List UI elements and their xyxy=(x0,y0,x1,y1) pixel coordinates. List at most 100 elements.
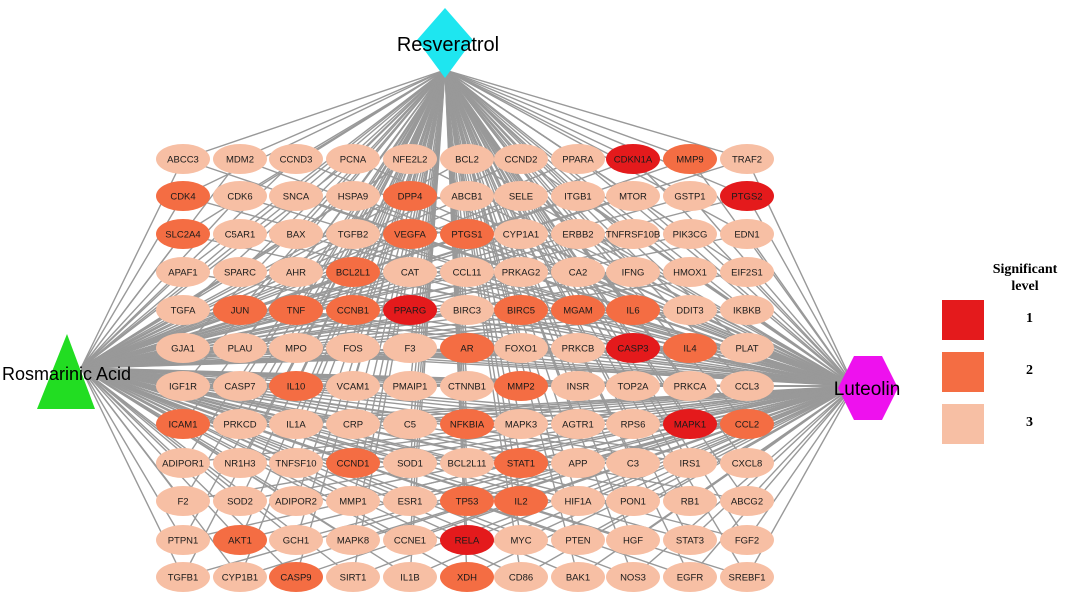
gene-node-cxcl8[interactable]: CXCL8 xyxy=(720,448,774,478)
gene-node-bcl2l11[interactable]: BCL2L11 xyxy=(440,448,494,478)
gene-node-stat3[interactable]: STAT3 xyxy=(663,525,717,555)
gene-node-ca2[interactable]: CA2 xyxy=(551,257,605,287)
gene-node-ptgs1[interactable]: PTGS1 xyxy=(440,219,494,249)
gene-node-abcg2[interactable]: ABCG2 xyxy=(720,486,774,516)
gene-node-sele[interactable]: SELE xyxy=(494,181,548,211)
gene-node-app[interactable]: APP xyxy=(551,448,605,478)
gene-node-c3[interactable]: C3 xyxy=(606,448,660,478)
gene-node-gstp1[interactable]: GSTP1 xyxy=(663,181,717,211)
gene-node-il10[interactable]: IL10 xyxy=(269,371,323,401)
gene-node-abcb1[interactable]: ABCB1 xyxy=(440,181,494,211)
gene-node-casp9[interactable]: CASP9 xyxy=(269,562,323,592)
gene-node-cdkn1a[interactable]: CDKN1A xyxy=(606,144,660,174)
gene-node-rps6[interactable]: RPS6 xyxy=(606,409,660,439)
gene-node-ccnb1[interactable]: CCNB1 xyxy=(326,295,380,325)
gene-node-hgf[interactable]: HGF xyxy=(606,525,660,555)
gene-node-rb1[interactable]: RB1 xyxy=(663,486,717,516)
gene-node-tnf[interactable]: TNF xyxy=(269,295,323,325)
gene-node-mmp2[interactable]: MMP2 xyxy=(494,371,548,401)
gene-node-icam1[interactable]: ICAM1 xyxy=(156,409,210,439)
gene-node-apaf1[interactable]: APAF1 xyxy=(156,257,210,287)
gene-node-ar[interactable]: AR xyxy=(440,333,494,363)
gene-node-adipor2[interactable]: ADIPOR2 xyxy=(269,486,323,516)
gene-node-cdk4[interactable]: CDK4 xyxy=(156,181,210,211)
gene-node-top2a[interactable]: TOP2A xyxy=(606,371,660,401)
gene-node-fgf2[interactable]: FGF2 xyxy=(720,525,774,555)
gene-node-slc2a4[interactable]: SLC2A4 xyxy=(156,219,210,249)
gene-node-sirt1[interactable]: SIRT1 xyxy=(326,562,380,592)
gene-node-tgfb2[interactable]: TGFB2 xyxy=(326,219,380,249)
gene-node-plau[interactable]: PLAU xyxy=(213,333,267,363)
gene-node-pik3cg[interactable]: PIK3CG xyxy=(663,219,717,249)
gene-node-mapk8[interactable]: MAPK8 xyxy=(326,525,380,555)
gene-node-f3[interactable]: F3 xyxy=(383,333,437,363)
gene-node-ccl3[interactable]: CCL3 xyxy=(720,371,774,401)
gene-node-ddit3[interactable]: DDIT3 xyxy=(663,295,717,325)
gene-node-fos[interactable]: FOS xyxy=(326,333,380,363)
gene-node-birc3[interactable]: BIRC3 xyxy=(440,295,494,325)
gene-node-abcc3[interactable]: ABCC3 xyxy=(156,144,210,174)
gene-node-pmaip1[interactable]: PMAIP1 xyxy=(383,371,437,401)
gene-node-prkag2[interactable]: PRKAG2 xyxy=(494,257,548,287)
gene-node-xdh[interactable]: XDH xyxy=(440,562,494,592)
gene-node-mpo[interactable]: MPO xyxy=(269,333,323,363)
gene-node-hif1a[interactable]: HIF1A xyxy=(551,486,605,516)
gene-node-nos3[interactable]: NOS3 xyxy=(606,562,660,592)
gene-node-c5ar1[interactable]: C5AR1 xyxy=(213,219,267,249)
gene-node-ptgs2[interactable]: PTGS2 xyxy=(720,181,774,211)
gene-node-gja1[interactable]: GJA1 xyxy=(156,333,210,363)
gene-node-mapk1[interactable]: MAPK1 xyxy=(663,409,717,439)
gene-node-ccl11[interactable]: CCL11 xyxy=(440,257,494,287)
gene-node-pon1[interactable]: PON1 xyxy=(606,486,660,516)
gene-node-hspa9[interactable]: HSPA9 xyxy=(326,181,380,211)
gene-node-il1b[interactable]: IL1B xyxy=(383,562,437,592)
gene-node-il1a[interactable]: IL1A xyxy=(269,409,323,439)
gene-node-cyp1a1[interactable]: CYP1A1 xyxy=(494,219,548,249)
resveratrol-node[interactable] xyxy=(417,8,473,78)
gene-node-nfe2l2[interactable]: NFE2L2 xyxy=(383,144,437,174)
gene-node-il4[interactable]: IL4 xyxy=(663,333,717,363)
gene-node-ifng[interactable]: IFNG xyxy=(606,257,660,287)
gene-node-nr1h3[interactable]: NR1H3 xyxy=(213,448,267,478)
gene-node-prkca[interactable]: PRKCA xyxy=(663,371,717,401)
gene-node-bcl2l1[interactable]: BCL2L1 xyxy=(326,257,380,287)
gene-node-ikbkb[interactable]: IKBKB xyxy=(720,295,774,325)
gene-node-tgfa[interactable]: TGFA xyxy=(156,295,210,325)
gene-node-ccne1[interactable]: CCNE1 xyxy=(383,525,437,555)
gene-node-cyp1b1[interactable]: CYP1B1 xyxy=(213,562,267,592)
gene-node-insr[interactable]: INSR xyxy=(551,371,605,401)
gene-node-nfkbia[interactable]: NFKBIA xyxy=(440,409,494,439)
gene-node-ptpn1[interactable]: PTPN1 xyxy=(156,525,210,555)
gene-node-tnfsf10[interactable]: TNFSF10 xyxy=(269,448,323,478)
gene-node-esr1[interactable]: ESR1 xyxy=(383,486,437,516)
gene-node-eif2s1[interactable]: EIF2S1 xyxy=(720,257,774,287)
gene-node-casp7[interactable]: CASP7 xyxy=(213,371,267,401)
gene-node-bak1[interactable]: BAK1 xyxy=(551,562,605,592)
gene-node-sod2[interactable]: SOD2 xyxy=(213,486,267,516)
rosmarinic-acid-node[interactable] xyxy=(37,334,95,409)
gene-node-srebf1[interactable]: SREBF1 xyxy=(720,562,774,592)
gene-node-tgfb1[interactable]: TGFB1 xyxy=(156,562,210,592)
gene-node-mmp9[interactable]: MMP9 xyxy=(663,144,717,174)
gene-node-dpp4[interactable]: DPP4 xyxy=(383,181,437,211)
gene-node-mapk3[interactable]: MAPK3 xyxy=(494,409,548,439)
gene-node-tnfrsf10b[interactable]: TNFRSF10B xyxy=(606,219,660,249)
gene-node-tp53[interactable]: TP53 xyxy=(440,486,494,516)
gene-node-egfr[interactable]: EGFR xyxy=(663,562,717,592)
gene-node-irs1[interactable]: IRS1 xyxy=(663,448,717,478)
gene-node-traf2[interactable]: TRAF2 xyxy=(720,144,774,174)
gene-node-f2[interactable]: F2 xyxy=(156,486,210,516)
gene-node-mmp1[interactable]: MMP1 xyxy=(326,486,380,516)
gene-node-hmox1[interactable]: HMOX1 xyxy=(663,257,717,287)
gene-node-edn1[interactable]: EDN1 xyxy=(720,219,774,249)
gene-node-il2[interactable]: IL2 xyxy=(494,486,548,516)
gene-node-rela[interactable]: RELA xyxy=(440,525,494,555)
gene-node-casp3[interactable]: CASP3 xyxy=(606,333,660,363)
gene-node-cdk6[interactable]: CDK6 xyxy=(213,181,267,211)
luteolin-node[interactable] xyxy=(838,356,898,420)
gene-node-mgam[interactable]: MGAM xyxy=(551,295,605,325)
gene-node-mdm2[interactable]: MDM2 xyxy=(213,144,267,174)
gene-node-prkcb[interactable]: PRKCB xyxy=(551,333,605,363)
gene-node-gch1[interactable]: GCH1 xyxy=(269,525,323,555)
gene-node-il6[interactable]: IL6 xyxy=(606,295,660,325)
